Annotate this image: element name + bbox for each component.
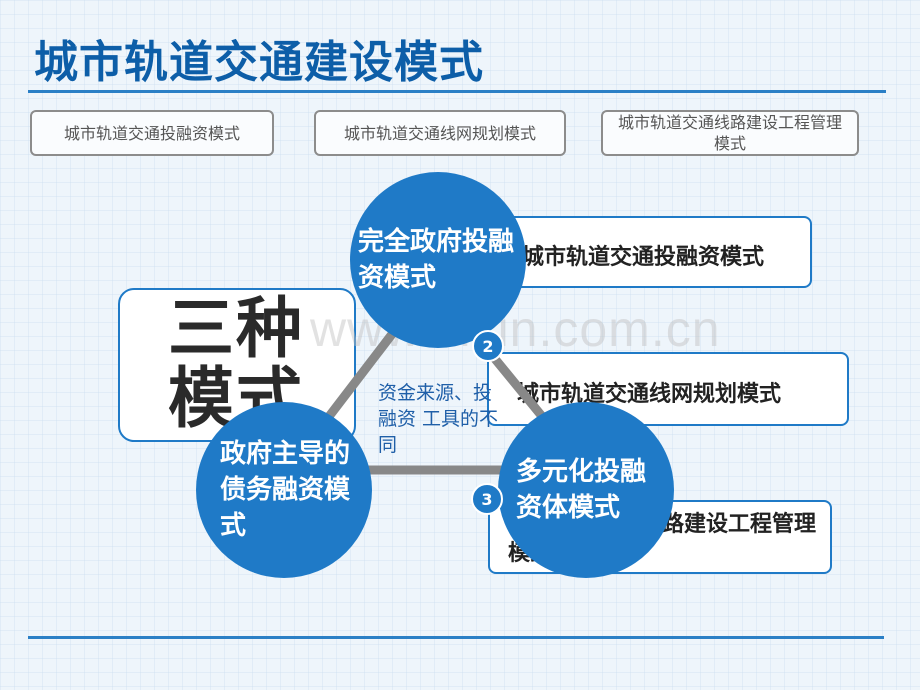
bottom-divider [28, 636, 884, 639]
right-box-network-label: 城市轨道交通线网规划模式 [517, 382, 782, 407]
page-title: 城市轨道交通建设模式 [34, 37, 484, 88]
circle-diversified-label: 多元化投融资体模式 [516, 457, 647, 523]
top-box-construction[interactable]: 城市轨道交通线路建设工程管理模式 [601, 110, 859, 156]
top-box-network[interactable]: 城市轨道交通线网规划模式 [314, 110, 566, 156]
center-description: 资金来源、投融资 工具的不同 [378, 382, 499, 456]
circle-diversified[interactable]: 多元化投融资体模式 [498, 402, 674, 578]
right-box-investment[interactable]: 城市轨道交通投融资模式 [500, 216, 812, 288]
right-box-investment-label: 城市轨道交通投融资模式 [522, 245, 765, 270]
circle-full-government-label: 完全政府投融资模式 [358, 227, 515, 293]
title-divider [28, 90, 886, 93]
number-badge-3: 3 [471, 483, 503, 515]
top-box-investment[interactable]: 城市轨道交通投融资模式 [30, 110, 274, 156]
circle-full-government[interactable]: 完全政府投融资模式 [350, 172, 526, 348]
number-badge-2: 2 [472, 330, 504, 362]
circle-government-led[interactable]: 政府主导的债务融资模式 [196, 402, 372, 578]
circle-government-led-label: 政府主导的债务融资模式 [220, 439, 351, 541]
